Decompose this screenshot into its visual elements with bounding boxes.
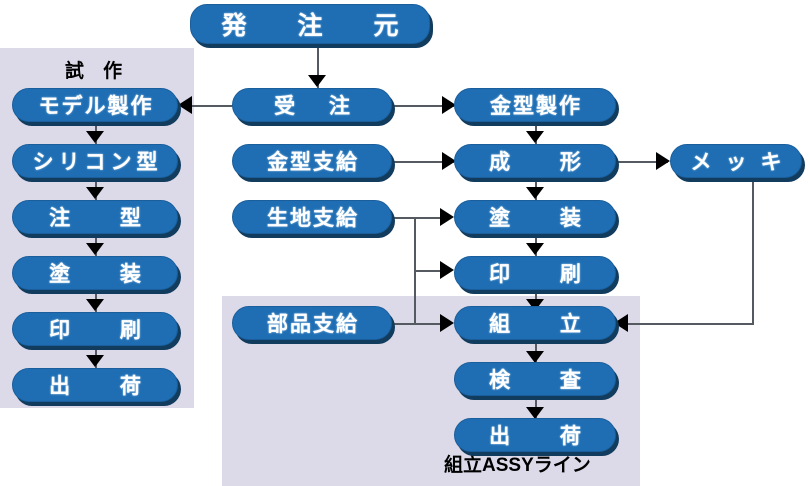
arrowhead-printing-left [440, 261, 454, 279]
arrowhead-order-top [308, 75, 326, 87]
node-shipping[interactable]: 出 荷 [454, 418, 616, 452]
arrowhead-moldmaking-left [442, 96, 456, 114]
connector-order-to-model [186, 105, 242, 107]
node-proto-printing[interactable]: 印 刷 [12, 312, 178, 346]
node-silicone-mold[interactable]: シリコン型 [12, 144, 178, 178]
node-painting[interactable]: 塗 装 [454, 200, 616, 234]
arrowhead-assembly-right [614, 314, 628, 332]
arrowhead-protoshipping-top [86, 355, 104, 367]
arrowhead-shipping-top [526, 407, 544, 419]
node-proto-shipping[interactable]: 出 荷 [12, 368, 178, 402]
connector-moldsupply-to-molding [392, 161, 454, 163]
connector-plating-to-assembly [622, 323, 754, 325]
connector-bus-to-painting [414, 217, 444, 219]
node-inspection[interactable]: 検 査 [454, 362, 616, 396]
connector-bus-to-printing [414, 270, 444, 272]
node-mold-supply[interactable]: 金型支給 [232, 144, 392, 178]
arrowhead-casting-top [86, 187, 104, 199]
arrowhead-protoprinting-top [86, 299, 104, 311]
arrowhead-silicone-top [86, 131, 104, 143]
node-mold-making[interactable]: 金型製作 [454, 88, 616, 122]
node-assembly[interactable]: 組 立 [454, 306, 616, 340]
node-plating[interactable]: メッキ [670, 144, 802, 178]
arrowhead-plating-left [656, 152, 670, 170]
node-molding[interactable]: 成 形 [454, 144, 616, 178]
arrowhead-molding-left [442, 152, 456, 170]
node-order[interactable]: 受 注 [232, 88, 392, 122]
arrowhead-painting-left [440, 208, 454, 226]
node-fabric-supply[interactable]: 生地支給 [232, 200, 392, 234]
arrowhead-printing-top [526, 243, 544, 255]
arrowhead-painting-top [526, 187, 544, 199]
node-casting[interactable]: 注 型 [12, 200, 178, 234]
panel-prototype-title: 試 作 [64, 61, 130, 82]
panel-assembly-caption: 組立ASSYライン [444, 455, 591, 476]
connector-bus-to-assembly [414, 323, 444, 325]
arrowhead-model-right [178, 96, 192, 114]
connector-order-to-moldmaking [392, 105, 454, 107]
node-printing[interactable]: 印 刷 [454, 256, 616, 290]
arrowhead-protopainting-top [86, 243, 104, 255]
connector-molding-to-plating [610, 161, 668, 163]
arrowhead-assembly-left [440, 314, 454, 332]
node-proto-painting[interactable]: 塗 装 [12, 256, 178, 290]
node-parts-supply[interactable]: 部品支給 [232, 306, 392, 340]
arrowhead-molding-top [526, 131, 544, 143]
arrowhead-inspection-top [526, 351, 544, 363]
connector-plating-down [752, 177, 754, 324]
node-client[interactable]: 発 注 元 [190, 4, 430, 44]
node-model-making[interactable]: モデル製作 [12, 88, 178, 122]
connector-client-to-order [317, 44, 319, 88]
